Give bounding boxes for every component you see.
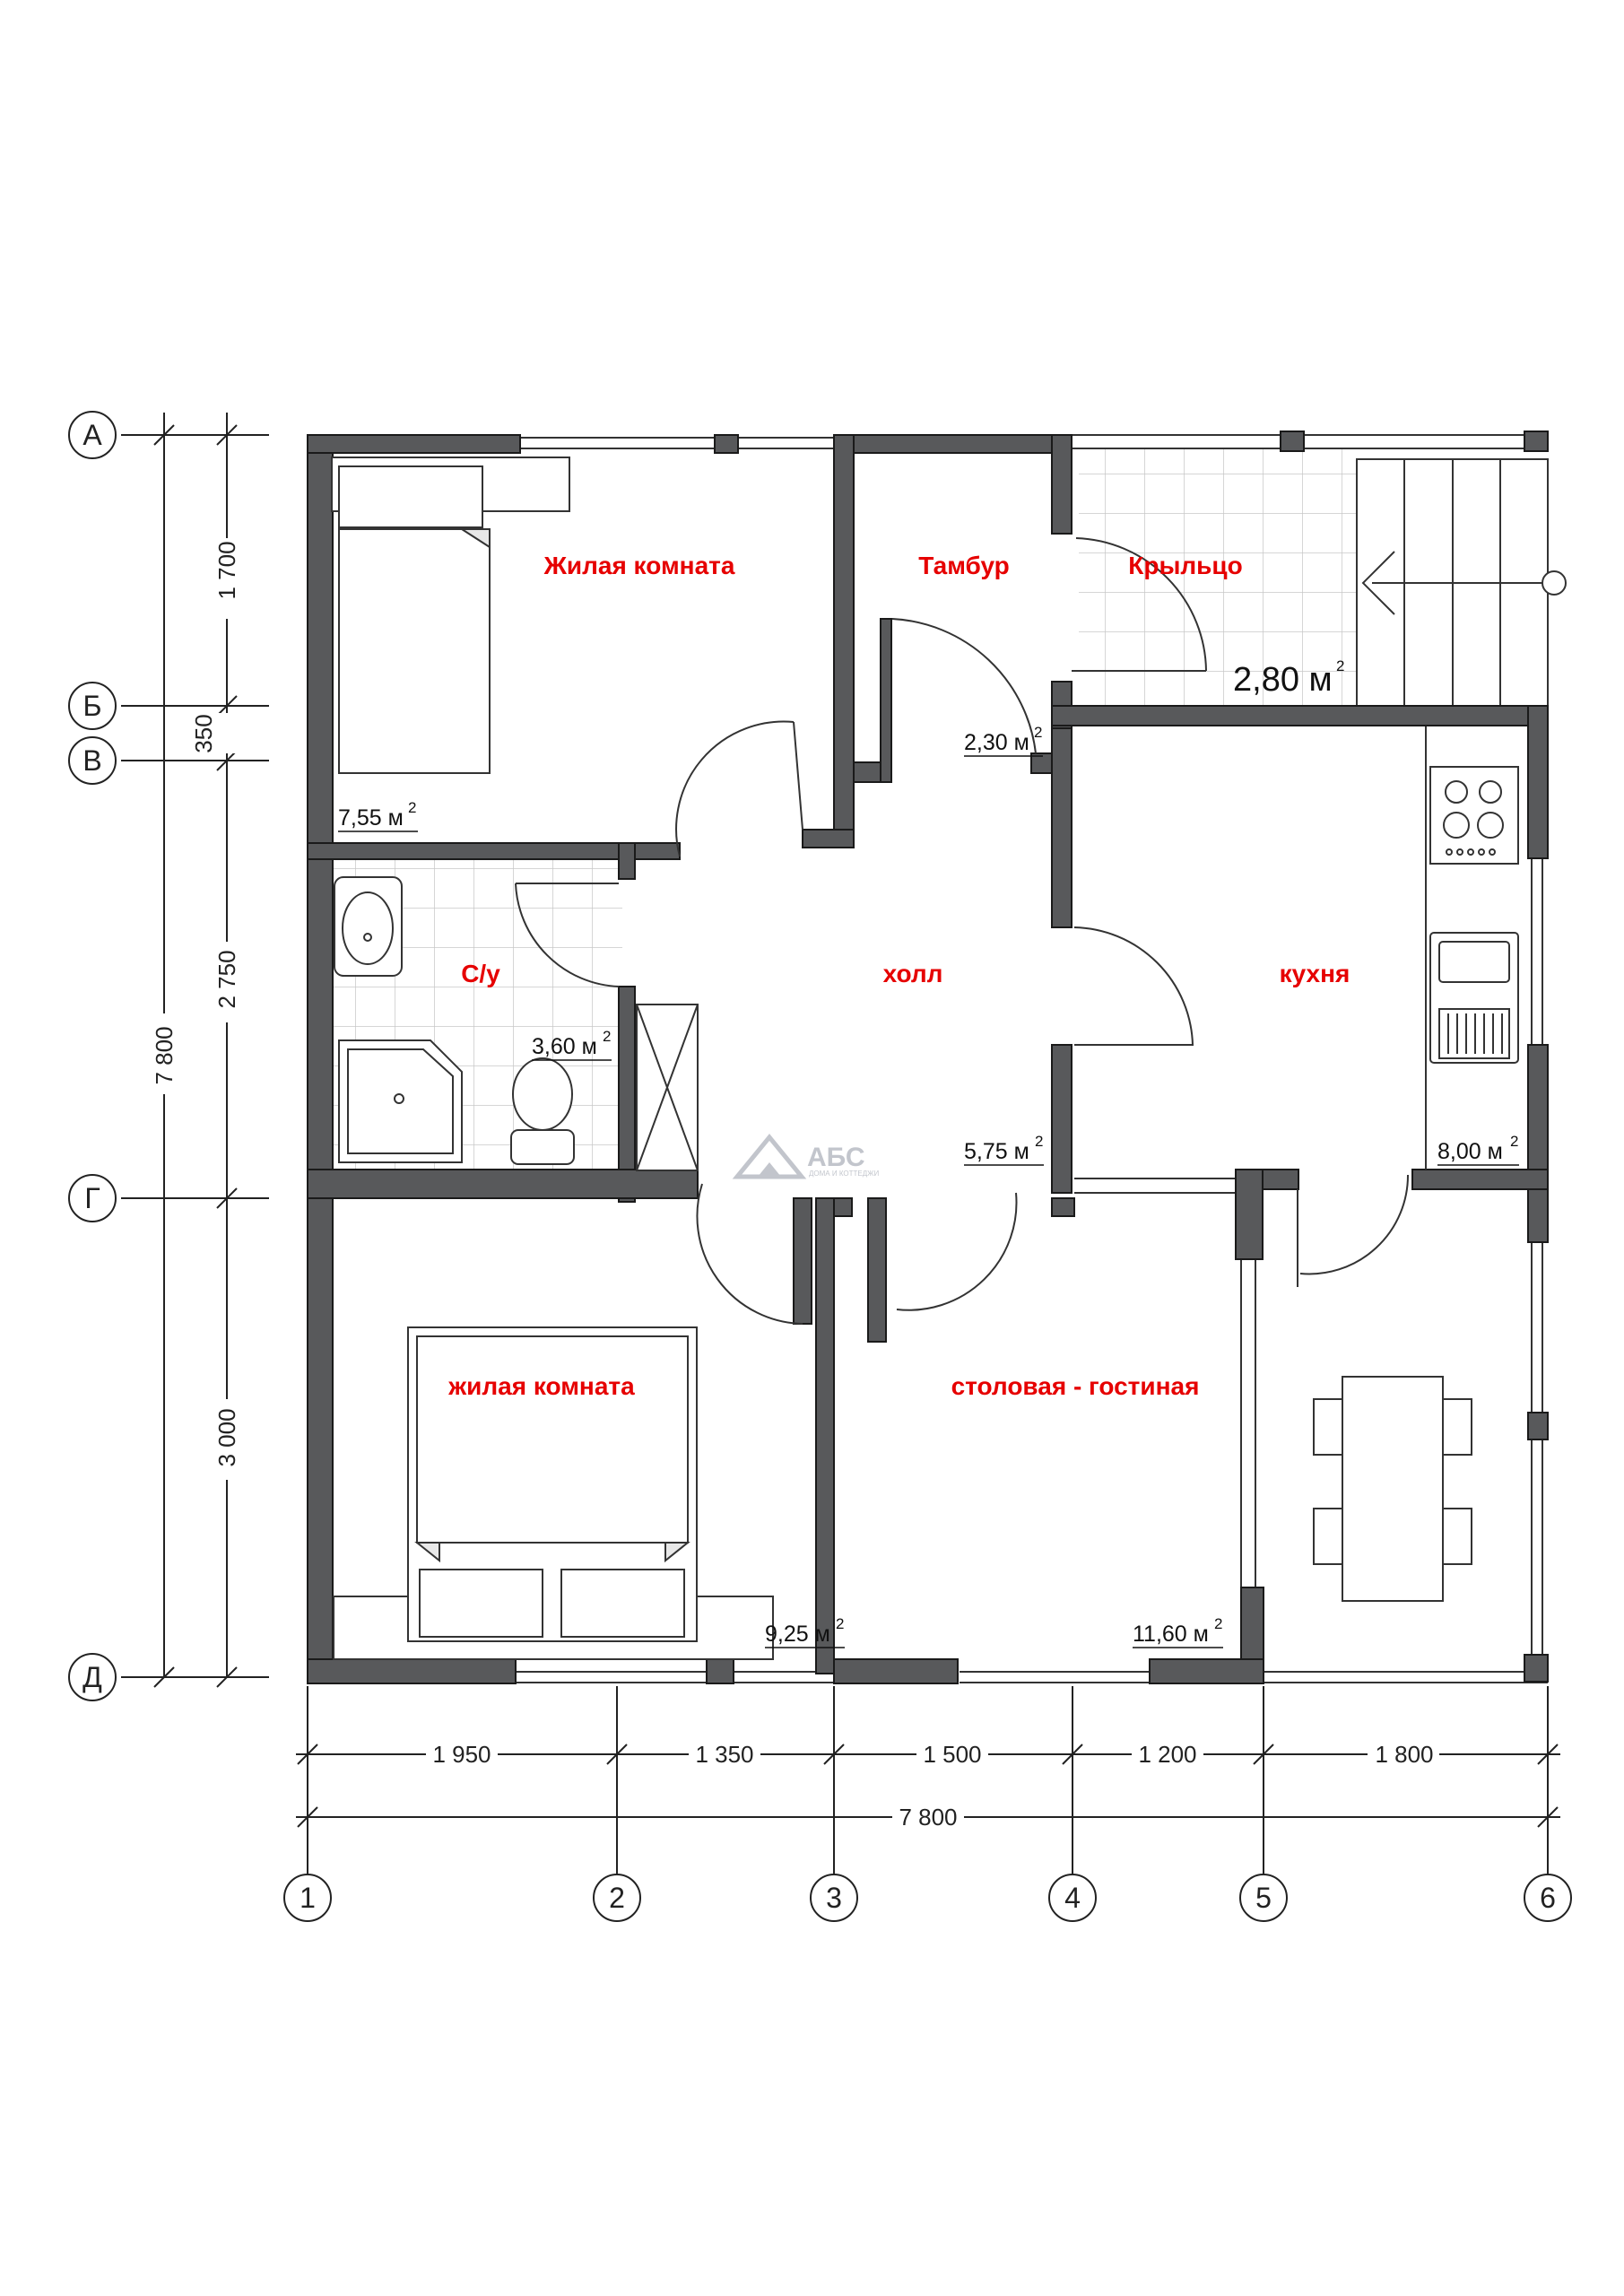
axis-label: Б bbox=[83, 690, 102, 722]
bathroom-fixtures bbox=[334, 876, 699, 1171]
axis-label: 4 bbox=[1064, 1882, 1081, 1914]
axis-label: Д bbox=[83, 1661, 102, 1693]
row-axis-markers: А Б В Г Д bbox=[68, 411, 117, 1701]
column-axis-markers: 1 2 3 4 5 6 bbox=[283, 1874, 1572, 1922]
area-superscript: 2 bbox=[1336, 657, 1344, 674]
kitchen-units bbox=[1425, 726, 1519, 1170]
axis-label: В bbox=[83, 744, 101, 777]
room-label-kitchen: кухня bbox=[1280, 960, 1350, 987]
axis-marker-col-1: 1 bbox=[283, 1874, 332, 1922]
axis-marker-col-4: 4 bbox=[1048, 1874, 1097, 1922]
horizontal-dimension-labels: 1 950 1 350 1 500 1 200 1 800 7 800 bbox=[426, 1741, 1439, 1831]
dim-total-label: 7 800 bbox=[151, 1026, 178, 1084]
area-value: 2,30 м bbox=[964, 730, 1029, 755]
area-labels: 7,55 м 2 2,30 м 2 2,80 м 2 3,60 м 2 5,75… bbox=[338, 657, 1519, 1648]
area-superscript: 2 bbox=[1510, 1133, 1518, 1150]
porch-stairs bbox=[1063, 434, 1567, 707]
area-value: 8,00 м bbox=[1437, 1139, 1503, 1164]
dim-label: 1 500 bbox=[923, 1741, 981, 1768]
area-value: 2,80 м bbox=[1233, 661, 1333, 699]
area-tambour: 2,30 м 2 bbox=[964, 724, 1043, 757]
axis-marker-col-3: 3 bbox=[810, 1874, 858, 1922]
axis-label: А bbox=[83, 419, 102, 451]
area-porch: 2,80 м 2 bbox=[1233, 657, 1344, 699]
area-value: 11,60 м bbox=[1133, 1622, 1209, 1647]
axis-label: 1 bbox=[300, 1882, 316, 1914]
dim-label: 1 700 bbox=[213, 541, 240, 599]
room-label-porch: Крыльцо bbox=[1128, 552, 1242, 579]
axis-label: Г bbox=[84, 1182, 100, 1214]
abs-logo: АБС ДОМА И КОТТЕДЖИ bbox=[732, 1134, 880, 1179]
dim-label: 350 bbox=[190, 714, 217, 752]
area-value: 5,75 м bbox=[964, 1139, 1029, 1164]
dim-label: 2 750 bbox=[213, 950, 240, 1008]
axis-marker-row-v: В bbox=[68, 736, 117, 785]
axis-marker-row-a: А bbox=[68, 411, 117, 459]
axis-label: 2 bbox=[609, 1882, 625, 1914]
bed-double bbox=[333, 1326, 774, 1660]
dim-label: 1 350 bbox=[695, 1741, 753, 1768]
room-label-living-room-1: Жилая комната bbox=[543, 552, 735, 579]
dim-label: 1 800 bbox=[1375, 1741, 1433, 1768]
area-kitchen: 8,00 м 2 bbox=[1437, 1133, 1519, 1166]
logo-name: АБС bbox=[807, 1143, 865, 1172]
area-superscript: 2 bbox=[408, 799, 416, 816]
axis-marker-row-b: Б bbox=[68, 682, 117, 730]
bed-single bbox=[331, 457, 570, 774]
walls bbox=[307, 430, 1549, 1684]
dim-label: 1 950 bbox=[432, 1741, 491, 1768]
dim-label: 3 000 bbox=[213, 1408, 240, 1466]
axis-marker-col-5: 5 bbox=[1239, 1874, 1288, 1922]
axis-label: 5 bbox=[1255, 1882, 1272, 1914]
area-superscript: 2 bbox=[836, 1615, 844, 1632]
area-value: 3,60 м bbox=[532, 1034, 597, 1059]
area-value: 9,25 м bbox=[765, 1622, 830, 1647]
room-label-living-room-2: жилая комната bbox=[447, 1372, 635, 1400]
area-superscript: 2 bbox=[1214, 1615, 1222, 1632]
area-living-room-2: 9,25 м 2 bbox=[765, 1615, 845, 1648]
axis-marker-col-2: 2 bbox=[593, 1874, 641, 1922]
area-superscript: 2 bbox=[603, 1028, 611, 1045]
area-value: 7,55 м bbox=[338, 805, 404, 831]
horizontal-dimension-chain bbox=[296, 1686, 1560, 1874]
area-bathroom: 3,60 м 2 bbox=[532, 1028, 612, 1061]
area-superscript: 2 bbox=[1035, 1133, 1043, 1150]
room-label-dining-living: столовая - гостиная bbox=[951, 1372, 1200, 1400]
room-label-tambour: Тамбур bbox=[918, 552, 1010, 579]
room-label-bathroom: С/у bbox=[461, 960, 500, 987]
area-superscript: 2 bbox=[1034, 724, 1042, 741]
dim-total-label: 7 800 bbox=[899, 1804, 957, 1831]
dim-label: 1 200 bbox=[1138, 1741, 1196, 1768]
porch-tile-floor bbox=[1079, 448, 1357, 706]
axis-marker-row-d: Д bbox=[68, 1653, 117, 1701]
logo-tagline: ДОМА И КОТТЕДЖИ bbox=[809, 1170, 880, 1178]
axis-label: 6 bbox=[1540, 1882, 1556, 1914]
area-living-room-1: 7,55 м 2 bbox=[338, 799, 418, 832]
axis-label: 3 bbox=[826, 1882, 842, 1914]
axis-marker-row-g: Г bbox=[68, 1174, 117, 1222]
door-swings bbox=[515, 537, 1410, 1325]
area-hall: 5,75 м 2 bbox=[964, 1133, 1044, 1166]
vertical-dimension-chain bbox=[121, 413, 269, 1688]
area-dining-living: 11,60 м 2 bbox=[1133, 1615, 1223, 1648]
dining-table bbox=[1313, 1376, 1472, 1602]
axis-marker-col-6: 6 bbox=[1524, 1874, 1572, 1922]
room-labels: Жилая комната Тамбур Крыльцо С/у холл ку… bbox=[447, 552, 1350, 1400]
windows bbox=[516, 437, 1548, 1683]
vertical-dimension-labels: 1 700 350 2 750 3 000 7 800 bbox=[151, 538, 240, 1480]
room-label-hall: холл bbox=[883, 960, 943, 987]
